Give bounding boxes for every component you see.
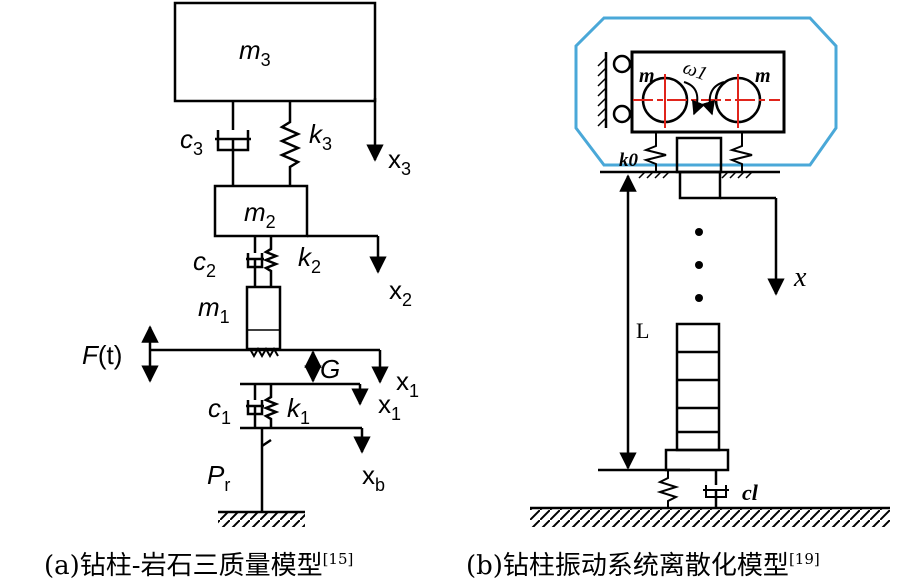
label-c2: c2 bbox=[193, 246, 216, 281]
spring-k1 bbox=[262, 384, 280, 428]
label-pr: Pr bbox=[207, 460, 230, 495]
roller-bottom bbox=[612, 104, 632, 124]
rotation-arrow-right bbox=[701, 81, 725, 116]
spring-k3 bbox=[278, 101, 302, 186]
mass-m2-block bbox=[213, 184, 309, 238]
label-omega: ω1 bbox=[680, 56, 710, 85]
label-m3: m3 bbox=[239, 35, 271, 70]
label-m2: m2 bbox=[244, 197, 276, 232]
rod-element-top bbox=[678, 170, 722, 200]
spring-k0-right bbox=[728, 132, 753, 172]
label-m1: m1 bbox=[198, 292, 230, 327]
label-c1: c1 bbox=[208, 393, 231, 428]
vibrator-frame bbox=[574, 16, 838, 167]
spring-bottom bbox=[656, 470, 680, 508]
mass-m1-block bbox=[245, 285, 282, 351]
label-k0: k0 bbox=[619, 150, 639, 171]
roller-top bbox=[612, 54, 632, 74]
label-m-right: m bbox=[755, 65, 771, 87]
caption-b: (b)钻柱振动系统离散化模型[19] bbox=[466, 550, 820, 581]
ellipsis-dots bbox=[695, 228, 703, 302]
label-m-left: m bbox=[639, 65, 655, 87]
rod-element-bottom bbox=[664, 448, 730, 472]
label-length: L bbox=[636, 318, 649, 343]
spring-k0-left bbox=[642, 132, 667, 172]
label-x1-lower: x1 bbox=[378, 389, 401, 424]
label-k3: k3 bbox=[309, 119, 332, 154]
label-x3: x3 bbox=[388, 144, 411, 179]
label-cl: cl bbox=[742, 480, 759, 505]
discretized-model bbox=[530, 16, 890, 527]
vibrator-box bbox=[630, 50, 786, 134]
label-force: F(t) bbox=[82, 340, 122, 370]
label-c3: c3 bbox=[180, 124, 203, 159]
spring-k2 bbox=[262, 236, 280, 287]
caption-a: (a)钻柱-岩石三质量模型[15] bbox=[44, 550, 353, 581]
label-k2: k2 bbox=[298, 242, 321, 277]
label-x2: x2 bbox=[389, 275, 412, 310]
rotation-arrow-left bbox=[683, 81, 706, 116]
three-mass-model bbox=[141, 1, 389, 527]
label-k1: k1 bbox=[287, 393, 310, 428]
label-x1-upper: x1 bbox=[396, 366, 419, 401]
mass-m3-block bbox=[173, 1, 377, 103]
label-xb: xb bbox=[362, 460, 385, 495]
label-x: x bbox=[793, 262, 807, 293]
label-gap: G bbox=[320, 354, 340, 384]
